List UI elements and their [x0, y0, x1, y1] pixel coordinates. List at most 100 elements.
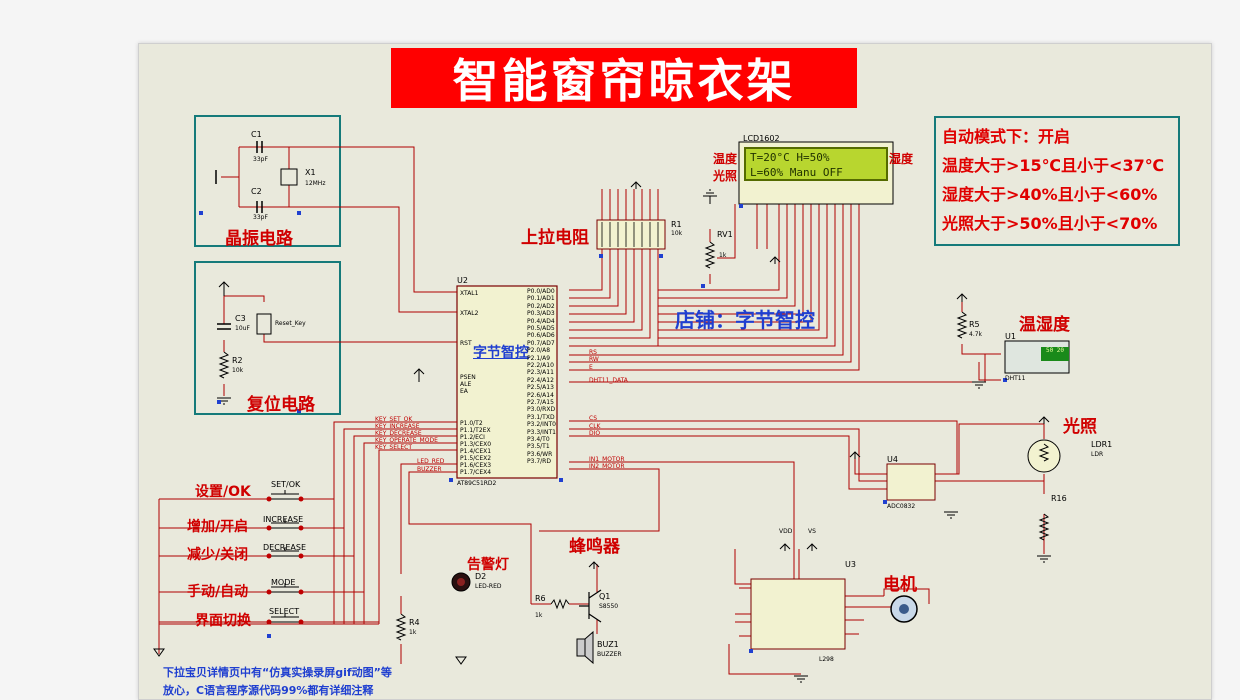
r6-value: 1k — [535, 612, 543, 619]
reset-circuit-label: 复位电路 — [247, 395, 315, 415]
net-key-decrease: KEY_DECREASE — [375, 430, 422, 437]
net-in2: IN2_MOTOR — [589, 463, 625, 470]
mcu-pin-left: P1.4/CEX1 — [460, 448, 492, 455]
transistor-glyph — [579, 589, 602, 623]
r6-label: R6 — [535, 594, 546, 603]
crystal-block-box — [194, 115, 341, 247]
mcu-pin-left: P1.0/T2 — [460, 420, 483, 427]
mcu-pin-left: P1.2/ECI — [460, 434, 485, 441]
net-key-set: KEY_SET_OK — [375, 416, 413, 423]
info-line-4: 光照大于>50%且小于<70% — [942, 214, 1158, 233]
mcu-pin-right: P3.7/RD — [527, 458, 551, 466]
mcu-pin-left: P1.1/T2EX — [460, 427, 491, 434]
reset-switch-body — [256, 313, 272, 335]
mcu-pin-left: XTAL1 — [460, 290, 479, 297]
mcu-pin-right: P2.3/A11 — [527, 369, 554, 377]
buzzer-glyph — [576, 630, 594, 665]
mcu-pin-left: P1.3/CEX0 — [460, 441, 492, 448]
r1-label: R1 — [671, 220, 682, 229]
r4-label: R4 — [409, 618, 420, 627]
key-increase-button[interactable]: INCREASE — [263, 515, 304, 524]
key-select-button[interactable]: SELECT — [269, 607, 300, 616]
mcu-pin-right: P3.5/T1 — [527, 443, 550, 451]
d2-label: D2 — [475, 572, 487, 581]
mcu-pin-right: P3.6/WR — [527, 450, 553, 458]
resistor-glyphs — [218, 241, 1050, 641]
net-rw: RW — [589, 356, 599, 363]
capacitor-plates — [215, 141, 263, 330]
r2-label: R2 — [232, 356, 243, 365]
buz1-value: BUZZER — [597, 651, 622, 658]
net-led: LED_RED — [417, 458, 445, 465]
mcu-pin-right: P2.7/A15 — [527, 399, 554, 406]
mcu-pin-right: P0.1/AD1 — [527, 295, 555, 303]
button-label-mode: 手动/自动 — [187, 584, 249, 600]
mcu-pin-right: P3.2/INT0 — [527, 421, 556, 429]
c3-value: 10uF — [235, 325, 250, 332]
mcu-pin-right: P2.2/A10 — [527, 362, 554, 369]
temp-humidity-label: 温湿度 — [1019, 315, 1070, 335]
net-buzzer: BUZZER — [417, 466, 442, 473]
q1-label: Q1 — [599, 592, 611, 601]
ldr-body — [1027, 439, 1061, 473]
info-line-1: 自动模式下：开启 — [942, 127, 1071, 146]
rv1-label: RV1 — [717, 230, 733, 239]
note-line-1: 下拉宝贝详情页中有“仿真实操录屏gif动图”等 — [163, 666, 392, 679]
mcu-pin-right: P0.2/AD2 — [527, 302, 555, 310]
u4-value: ADC0832 — [887, 503, 916, 510]
button-label-decrease: 减少/关闭 — [187, 547, 249, 563]
net-key-mode: KEY_OPERATE_MODE — [375, 437, 438, 444]
lcd-name: LCD1602 — [743, 134, 780, 143]
key-decrease-button[interactable]: DECREASE — [263, 543, 307, 552]
net-clk: CLK — [589, 423, 601, 430]
adc-body — [886, 463, 936, 501]
r4-value: 1k — [409, 629, 417, 636]
mcu-pin-right: P0.3/AD3 — [527, 310, 555, 318]
key-set-button[interactable]: SET/OK — [271, 480, 301, 489]
u3-label: U3 — [845, 560, 856, 569]
net-in1: IN1_MOTOR — [589, 456, 625, 463]
mcu-pin-right: P2.6/A14 — [527, 391, 554, 399]
mcu-brand-label: 字节智控 — [473, 345, 529, 361]
d2-value: LED-RED — [475, 583, 502, 590]
mcu-pin-right: P0.7/AD7 — [527, 339, 555, 347]
mcu-pin-left: PSEN — [460, 374, 476, 381]
u3-value: L298 — [819, 656, 834, 663]
net-e: E — [589, 364, 593, 371]
net-key-select: KEY_SELECT — [375, 444, 412, 451]
lcd-light-label: 光照 — [713, 169, 738, 183]
info-line-3: 湿度大于>40%且小于<60% — [942, 185, 1158, 204]
l298-vs-label: VS — [808, 528, 816, 535]
mcu-pin-right: P0.4/AD4 — [527, 317, 555, 325]
mcu-pin-right: P2.5/A13 — [527, 384, 554, 392]
lcd-screen: T=20°C H=50% L=60% Manu OFF — [744, 147, 888, 181]
mcu-pin-right: P2.0/A8 — [527, 347, 551, 355]
mcu-pin-left: P1.7/CEX4 — [460, 469, 492, 476]
r2-value: 10k — [232, 367, 244, 374]
x1-label: X1 — [305, 168, 316, 177]
u2-value: AT89C51RD2 — [457, 480, 497, 487]
key-switch-dots — [266, 496, 304, 625]
ldr1-value: LDR — [1091, 451, 1104, 458]
r5-value: 4.7k — [969, 331, 983, 338]
r16-label: R16 — [1051, 494, 1067, 503]
probe-dots — [199, 204, 1007, 653]
net-rs: RS — [589, 349, 597, 356]
mcu-pin-left: P1.5/CEX2 — [460, 455, 492, 462]
mcu-pin-right: P2.4/A12 — [527, 376, 554, 384]
q1-value: S8550 — [599, 603, 619, 610]
motor-label: 电机 — [883, 575, 917, 595]
key-mode-button[interactable]: MODE — [271, 578, 296, 587]
button-label-increase: 增加/开启 — [187, 519, 249, 535]
c2-value: 33pF — [253, 214, 268, 221]
mcu-pin-right: P0.6/AD6 — [527, 332, 555, 340]
lcd-humidity-label: 湿度 — [889, 152, 914, 166]
c3-label: C3 — [235, 314, 246, 323]
r1-value: 10k — [671, 230, 683, 237]
note-line-2: 放心，C语言程序源代码99%都有详细注释 — [163, 684, 374, 697]
button-label-select: 界面切换 — [195, 613, 251, 629]
u2-label: U2 — [457, 276, 468, 285]
crystal-body — [280, 168, 298, 186]
vdd-arrows — [218, 181, 1050, 569]
pullup-resistor-label: 上拉电阻 — [521, 228, 589, 248]
